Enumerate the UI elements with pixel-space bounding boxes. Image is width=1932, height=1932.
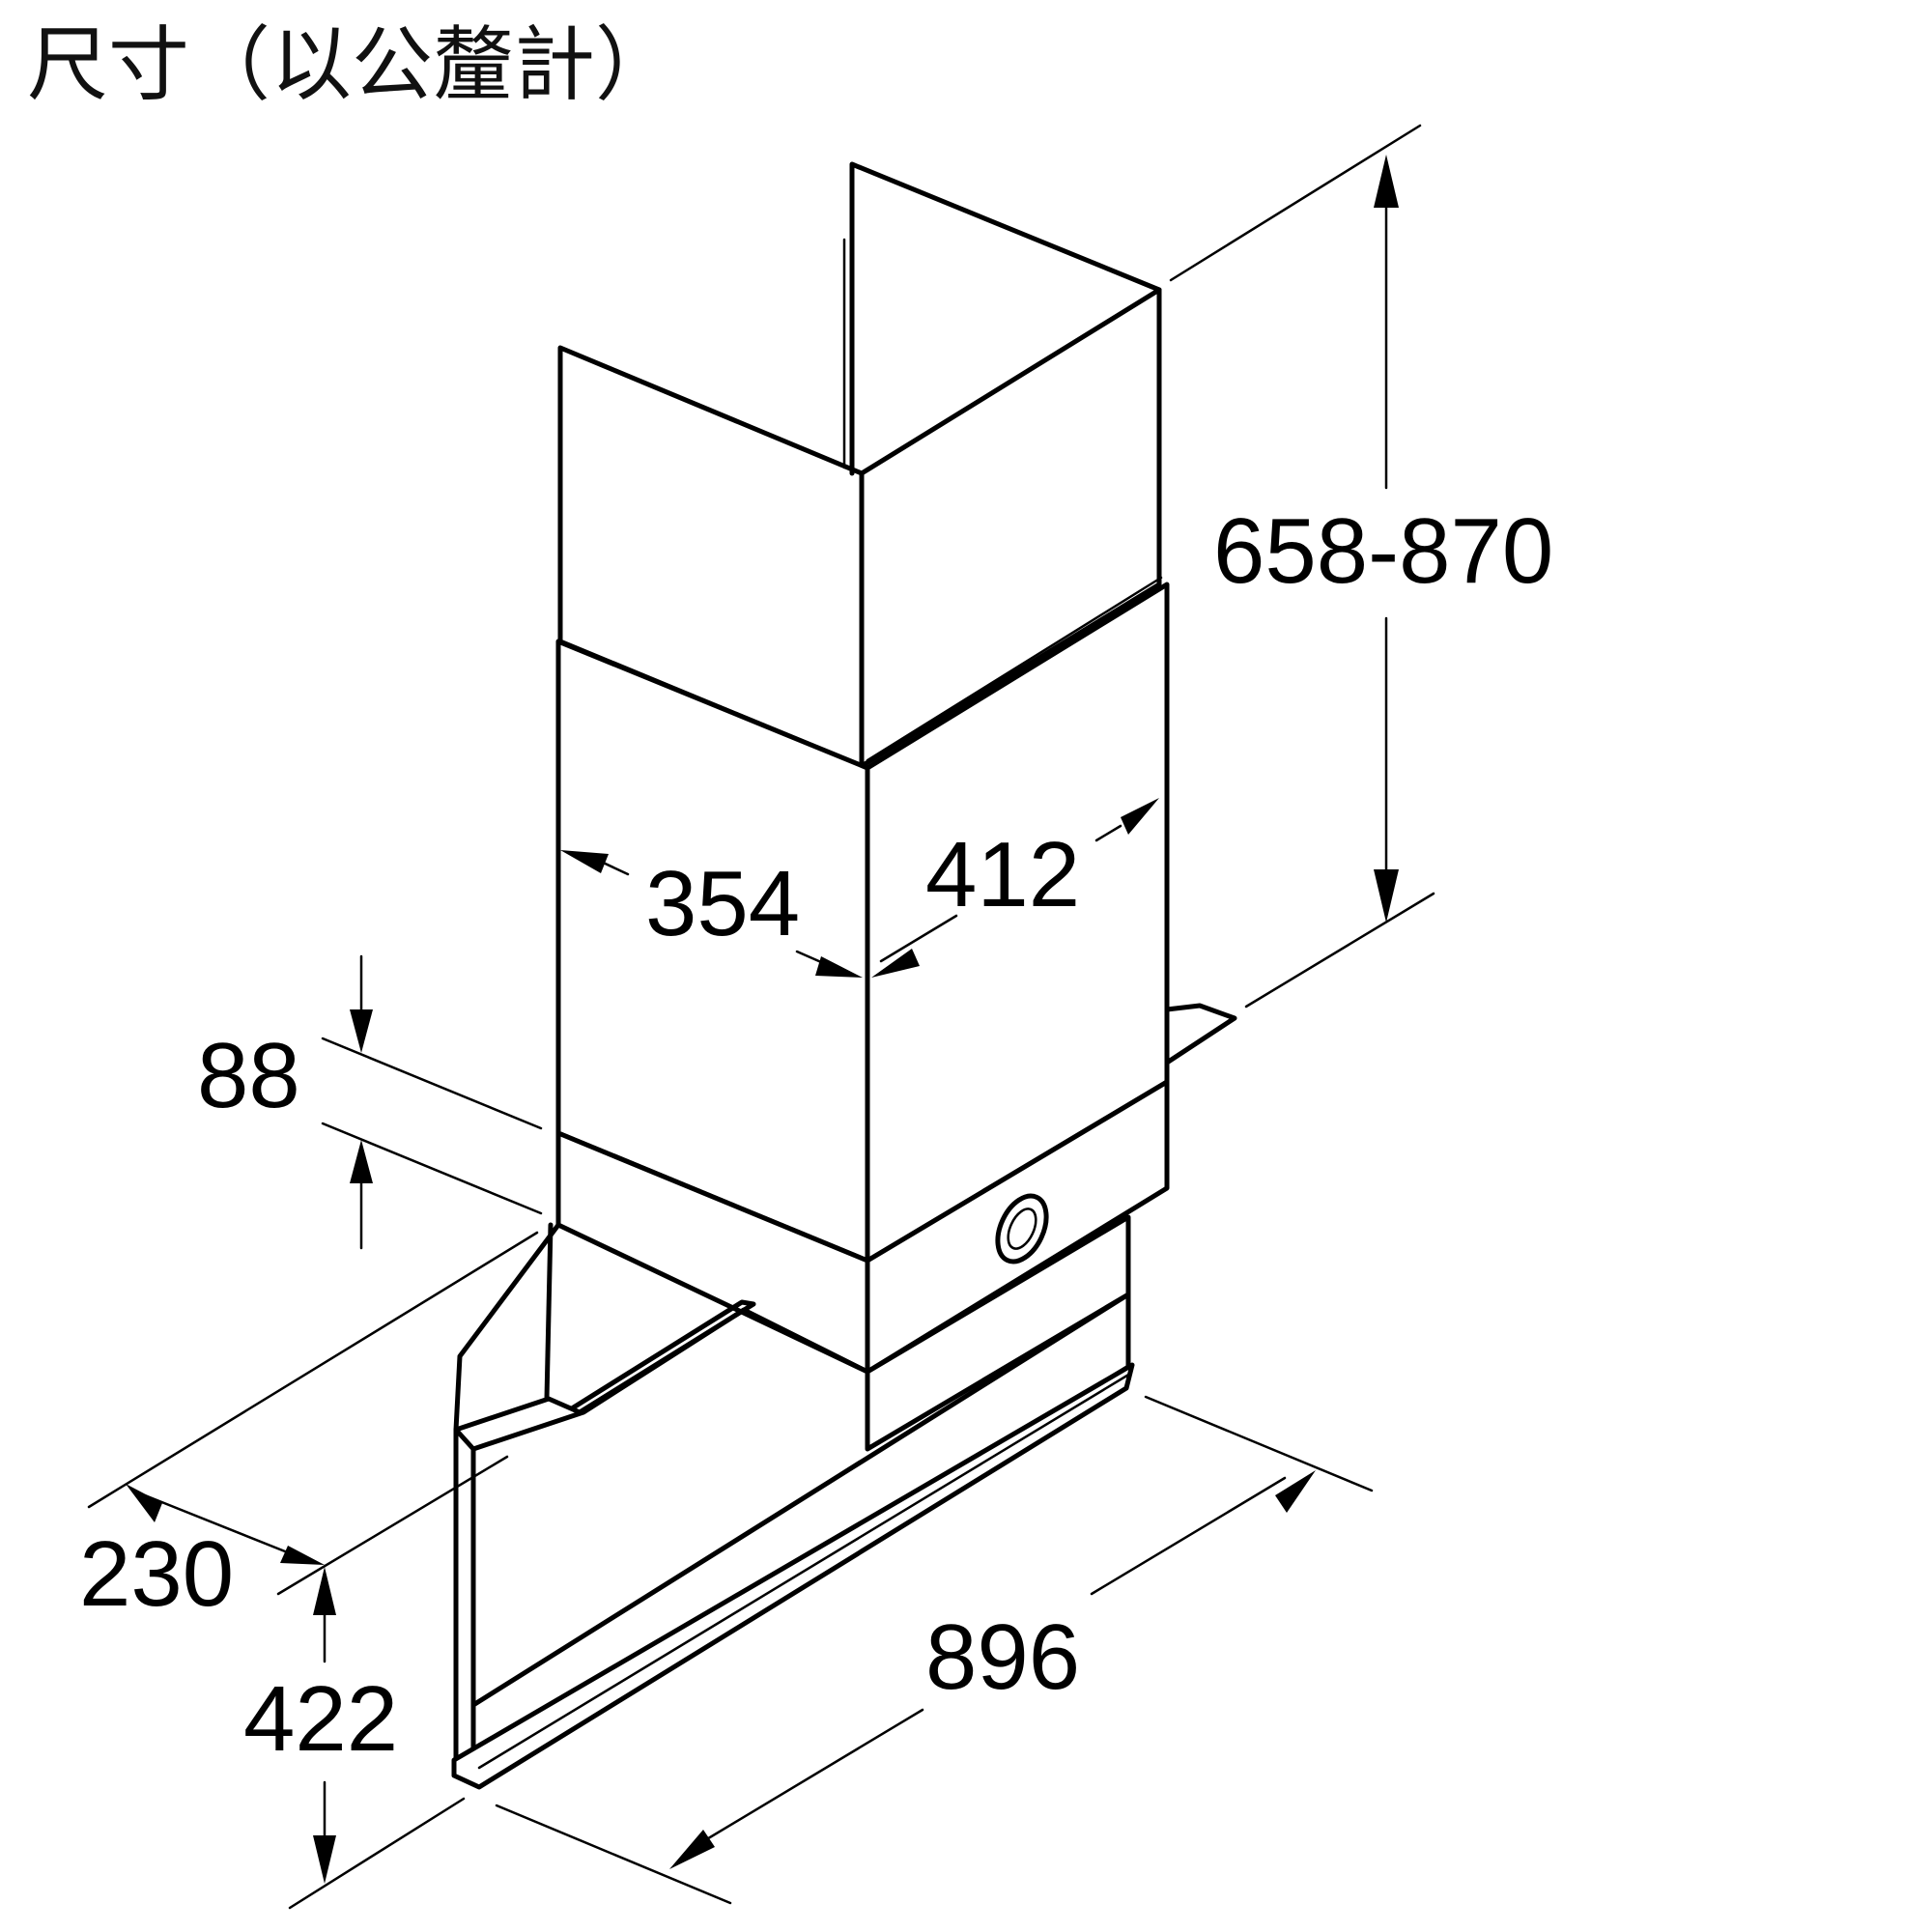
dimension-line-chimney-depth — [560, 850, 863, 978]
extension-lines — [87, 124, 1435, 1910]
side-bracket — [1164, 1003, 1237, 1065]
label-chimney-height: 658-870 — [1213, 499, 1554, 603]
canopy-front-lip — [451, 1362, 1135, 1790]
control-knob-icon — [995, 1193, 1049, 1264]
page-title: 尺寸（以公釐計） — [27, 17, 677, 112]
label-canopy-depth: 230 — [79, 1522, 235, 1626]
canopy-left-inner-post — [544, 1222, 554, 1402]
canopy-top-rim — [470, 1307, 870, 1452]
chimney-upper-back-edge — [849, 161, 1162, 476]
band-right-face — [865, 1079, 1170, 1375]
dimension-line-canopy-depth — [126, 1484, 325, 1565]
dimension-line-canopy-width — [669, 1470, 1316, 1869]
dimension-line-band-height — [350, 954, 373, 1250]
dimension-line-canopy-height — [313, 1567, 336, 1884]
label-band-height: 88 — [197, 1024, 300, 1127]
label-canopy-height: 422 — [243, 1667, 399, 1771]
dimension-line-chimney-height — [1374, 155, 1399, 923]
canopy-left-top-ledge — [453, 1299, 756, 1433]
dimension-line-chimney-width — [871, 798, 1159, 978]
canopy-back-panel — [865, 1214, 1131, 1452]
label-chimney-depth: 354 — [645, 852, 801, 955]
label-canopy-width: 896 — [925, 1605, 1081, 1709]
chimney-lower-top-double-edge — [866, 576, 1163, 762]
canopy-left-side-outline — [453, 1222, 561, 1708]
label-chimney-width: 412 — [925, 823, 1081, 926]
canopy-front-lip-inner — [477, 1372, 1132, 1770]
